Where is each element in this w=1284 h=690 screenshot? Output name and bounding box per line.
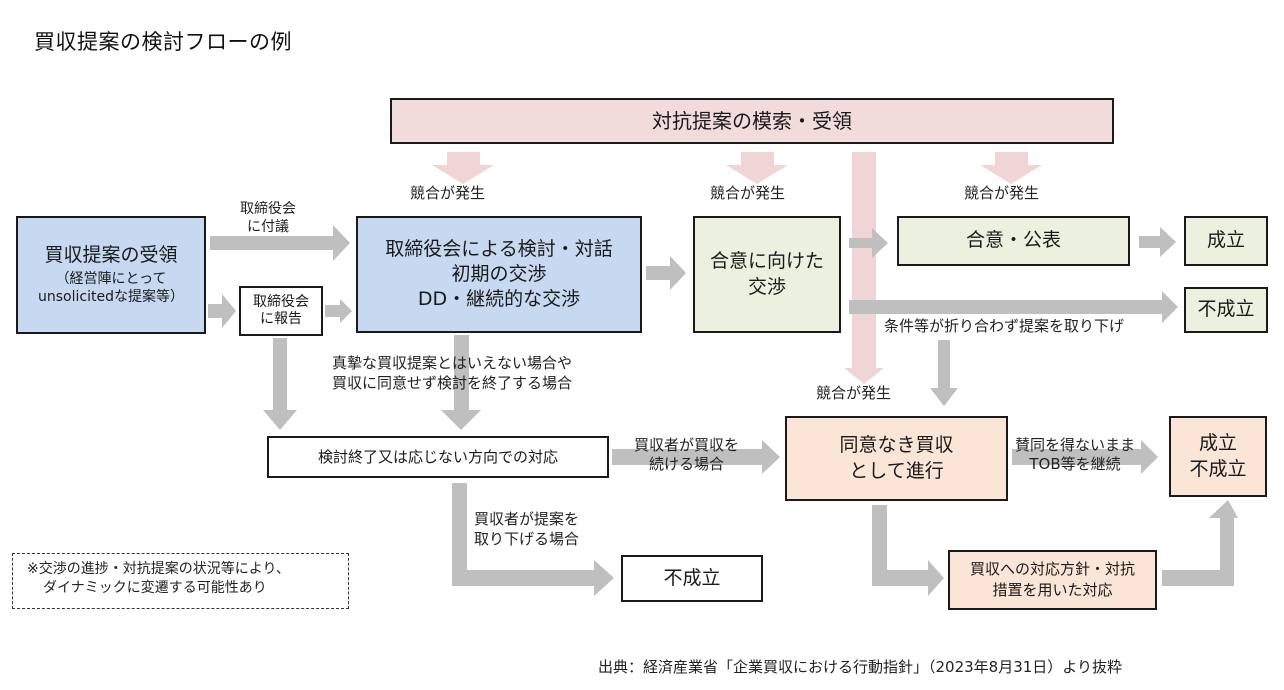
- negotiation-line1: 合意に向けた: [709, 249, 824, 272]
- outcome-line2: 不成立: [1189, 457, 1247, 480]
- conditions-fail-label: 条件等が折り合わず提案を取り下げ: [884, 317, 1125, 335]
- competition-label-4: 競合が発生: [816, 384, 892, 402]
- note-line1: ※交渉の進捗・対抗提案の状況等により、: [27, 561, 290, 577]
- board-report-line2: に報告: [260, 311, 302, 327]
- not-sincere-line1: 真摯な買収提案とはいえない場合や: [332, 354, 573, 372]
- board-submit-line1: 取締役会: [240, 201, 296, 217]
- board-review-line1: 取締役会による検討・対話: [385, 238, 613, 261]
- acquirer-withdraws-line2: 取り下げる場合: [474, 529, 580, 548]
- arrow-report-to-board-review: [325, 299, 352, 323]
- arrow-negotiation-to-agreement: [849, 228, 888, 258]
- note-line2: ダイナミックに変遷する可能性あり: [43, 579, 267, 596]
- terminate-text: 検討終了又は応じない方向での対応: [317, 447, 558, 466]
- competition-label-3: 競合が発生: [964, 184, 1040, 202]
- outcome-box: 成立 不成立: [1169, 416, 1267, 497]
- negotiation-line2: 交渉: [747, 275, 786, 298]
- defense-line2: 措置を用いた対応: [992, 581, 1113, 599]
- unsolicited-line1: 同意なき買収: [839, 433, 954, 456]
- board-report-box: 取締役会 に報告: [239, 286, 323, 336]
- failure-box-withdraw: 不成立: [621, 555, 763, 602]
- pink-down-arrow-1: [432, 152, 494, 184]
- arrow-defense-to-outcome: [1162, 500, 1238, 586]
- receipt-title: 買収提案の受領: [44, 243, 178, 266]
- tob-continue-label: 賛同を得ないまま TOB等を継続: [1015, 436, 1135, 474]
- acquirer-continues-line2: 続ける場合: [649, 454, 725, 473]
- defense-line1: 買収への対応方針・対抗: [969, 560, 1135, 578]
- defense-measures-box: 買収への対応方針・対抗 措置を用いた対応: [948, 550, 1157, 610]
- pink-down-arrow-3: [980, 152, 1042, 184]
- agreement-text: 合意・公表: [965, 229, 1061, 252]
- counter-proposal-box: 対抗提案の模索・受領: [390, 98, 1114, 144]
- board-review-line2: 初期の交渉: [451, 263, 547, 286]
- diagram-title: 買収提案の検討フローの例: [34, 30, 292, 54]
- acquirer-withdraws-label: 買収者が提案を 取り下げる場合: [474, 510, 579, 549]
- pink-long-down-arrow: [844, 152, 884, 384]
- arrow-agreement-to-success: [1139, 227, 1176, 257]
- not-sincere-label: 真摯な買収提案とはいえない場合や 買収に同意せず検討を終了する場合: [332, 354, 572, 393]
- arrow-receipt-to-board-review: [210, 225, 350, 261]
- failure-text-withdraw: 不成立: [663, 566, 721, 589]
- receipt-box: 買収提案の受領 （経営陣にとって unsolicitedな提案等）: [16, 216, 206, 334]
- board-review-line3: DD・継続的な交渉: [417, 287, 581, 310]
- arrow-terminate-to-unsolicited: [612, 440, 780, 474]
- competition-label-1: 競合が発生: [410, 184, 486, 202]
- acquirer-continues-label: 買収者が買収を 続ける場合: [634, 436, 739, 474]
- arrow-board-review-to-negotiation: [646, 256, 686, 290]
- board-report-line1: 取締役会: [253, 293, 309, 310]
- arrow-conditions-down: [930, 340, 958, 406]
- agreement-box: 合意・公表: [897, 216, 1130, 266]
- counter-proposal-text: 対抗提案の模索・受領: [652, 108, 852, 133]
- arrow-report-down: [263, 338, 297, 430]
- arrow-board-review-down: [441, 335, 481, 430]
- arrow-receipt-to-report: [208, 294, 236, 328]
- tob-continue-line2: TOB等を継続: [1029, 454, 1121, 473]
- board-review-box: 取締役会による検討・対話 初期の交渉 DD・継続的な交渉: [356, 216, 642, 333]
- board-submit-label: 取締役会 に付議: [240, 200, 296, 236]
- failure-text-negotiation: 不成立: [1197, 298, 1255, 321]
- negotiation-box: 合意に向けた 交渉: [693, 216, 841, 333]
- dynamic-change-note: ※交渉の進捗・対抗提案の状況等により、 ダイナミックに変遷する可能性あり: [12, 553, 349, 609]
- unsolicited-acquisition-box: 同意なき買収 として進行: [785, 416, 1008, 501]
- board-submit-line2: に付議: [247, 219, 289, 236]
- receipt-sub-1: （経営陣にとって: [55, 271, 167, 288]
- competition-label-2: 競合が発生: [710, 184, 786, 202]
- arrow-negotiation-to-failure: [849, 291, 1178, 323]
- receipt-sub-2: unsolicitedな提案等）: [38, 288, 184, 305]
- not-sincere-line2: 買収に同意せず検討を終了する場合: [332, 373, 573, 392]
- pink-down-arrow-2: [726, 152, 788, 184]
- outcome-line1: 成立: [1198, 431, 1237, 454]
- arrow-terminate-to-failure: [452, 483, 614, 596]
- success-text: 成立: [1206, 229, 1245, 252]
- source-citation: 出典：経済産業省「企業買収における行動指針」（2023年8月31日）より抜粋: [598, 658, 1123, 676]
- unsolicited-line2: として進行: [849, 459, 944, 482]
- tob-continue-line1: 賛同を得ないまま: [1015, 436, 1136, 454]
- failure-box-negotiation: 不成立: [1184, 287, 1268, 333]
- terminate-box: 検討終了又は応じない方向での対応: [267, 436, 609, 478]
- arrow-unsolicited-to-defense: [872, 505, 944, 596]
- acquirer-withdraws-line1: 買収者が提案を: [474, 510, 580, 528]
- acquirer-continues-line1: 買収者が買収を: [634, 436, 740, 454]
- success-box: 成立: [1184, 216, 1268, 266]
- arrow-unsolicited-to-outcome: [1012, 440, 1158, 474]
